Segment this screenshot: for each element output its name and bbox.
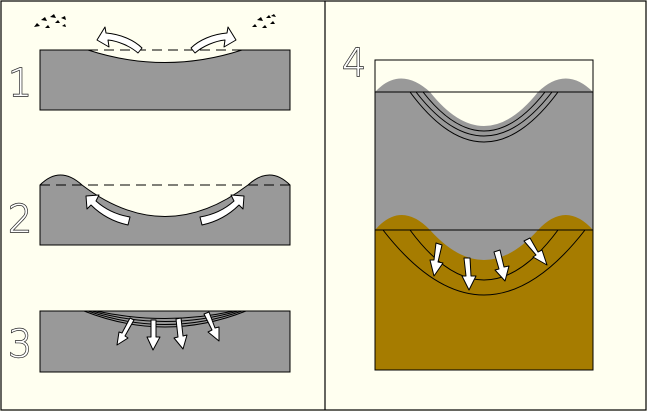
stage-2-panel: 2 [7,174,291,246]
stage-4-shock-arrow-4 [523,237,548,266]
ejecta-debris-left [34,14,66,28]
stage-1-number: 1 [8,61,32,105]
stage-3-shock-arrow-4 [203,311,220,342]
stage-4-block [375,78,593,370]
stage-2-collapse-arrow-right [199,194,245,226]
stage-3-compression-layers [83,310,247,328]
stage-4-shock-arrow-3 [493,249,510,282]
stage-4-shock-arrow-1 [429,242,444,277]
stage-2-number: 2 [8,197,32,241]
stage-4-upper-crater-layers [409,91,559,143]
stage-4-number: 4 [342,41,366,85]
stage-1-ejecta-arrow-left [96,26,143,54]
stage-1-ground-block [39,49,291,111]
stage-3-shock-arrow-2 [146,319,161,351]
stage-2-ground-block [39,174,291,246]
stage-3-shock-arrow-3 [173,317,188,350]
stage-4-shock-arrow-2 [461,257,477,291]
stage-4-bounds [374,59,594,371]
stage-3-ground-block [39,310,291,373]
stage-2-collapse-arrow-left [85,194,131,226]
ejecta-debris-right [252,14,276,28]
stage-1-panel: 1 [7,14,291,111]
stage-4-panel: 4 [341,40,594,371]
stage-3-number: 3 [8,322,32,366]
stage-3-panel: 3 [7,310,291,373]
stage-3-shock-arrow-1 [116,317,135,346]
stage-1-ejecta-arrow-right [190,26,237,54]
